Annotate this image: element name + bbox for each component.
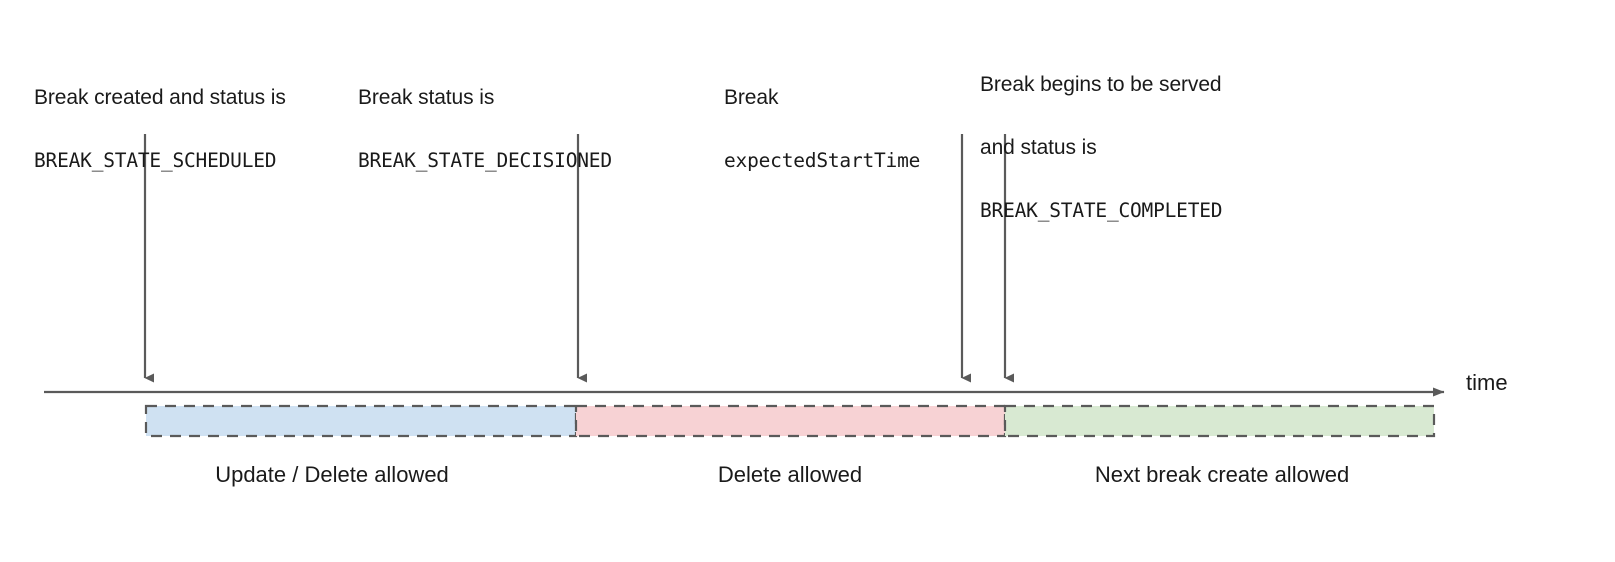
event-label-line: BREAK_STATE_COMPLETED — [980, 199, 1223, 222]
event-label-break-completed: Break begins to be served and status is … — [980, 35, 1223, 260]
event-label-line: Break created and status is — [34, 86, 286, 109]
event-arrows — [143, 134, 1014, 383]
event-label-line: Break status is — [358, 86, 495, 109]
event-label-break-expected-start-time: Break expectedStartTime — [724, 48, 920, 210]
segment-delete-allowed — [574, 404, 1007, 438]
event-label-line: and status is — [980, 136, 1097, 159]
lifecycle-bar — [144, 404, 1436, 438]
event-label-line: Break begins to be served — [980, 73, 1222, 96]
event-label-line: BREAK_STATE_DECISIONED — [358, 149, 612, 172]
event-label-line: expectedStartTime — [724, 149, 921, 172]
event-label-break-created-scheduled: Break created and status is BREAK_STATE_… — [34, 48, 286, 210]
event-label-line: Break — [724, 86, 779, 109]
segment-update-delete-allowed — [144, 404, 578, 438]
event-label-break-decisioned: Break status is BREAK_STATE_DECISIONED — [358, 48, 612, 210]
segment-caption-next-break-create-allowed: Next break create allowed — [1094, 462, 1350, 487]
time-axis-label: time — [1466, 370, 1508, 395]
segment-next-break-create-allowed — [1003, 404, 1436, 438]
event-label-line: BREAK_STATE_SCHEDULED — [34, 149, 277, 172]
segment-caption-delete-allowed: Delete allowed — [717, 462, 863, 487]
segment-caption-update-delete-allowed: Update / Delete allowed — [215, 462, 449, 487]
